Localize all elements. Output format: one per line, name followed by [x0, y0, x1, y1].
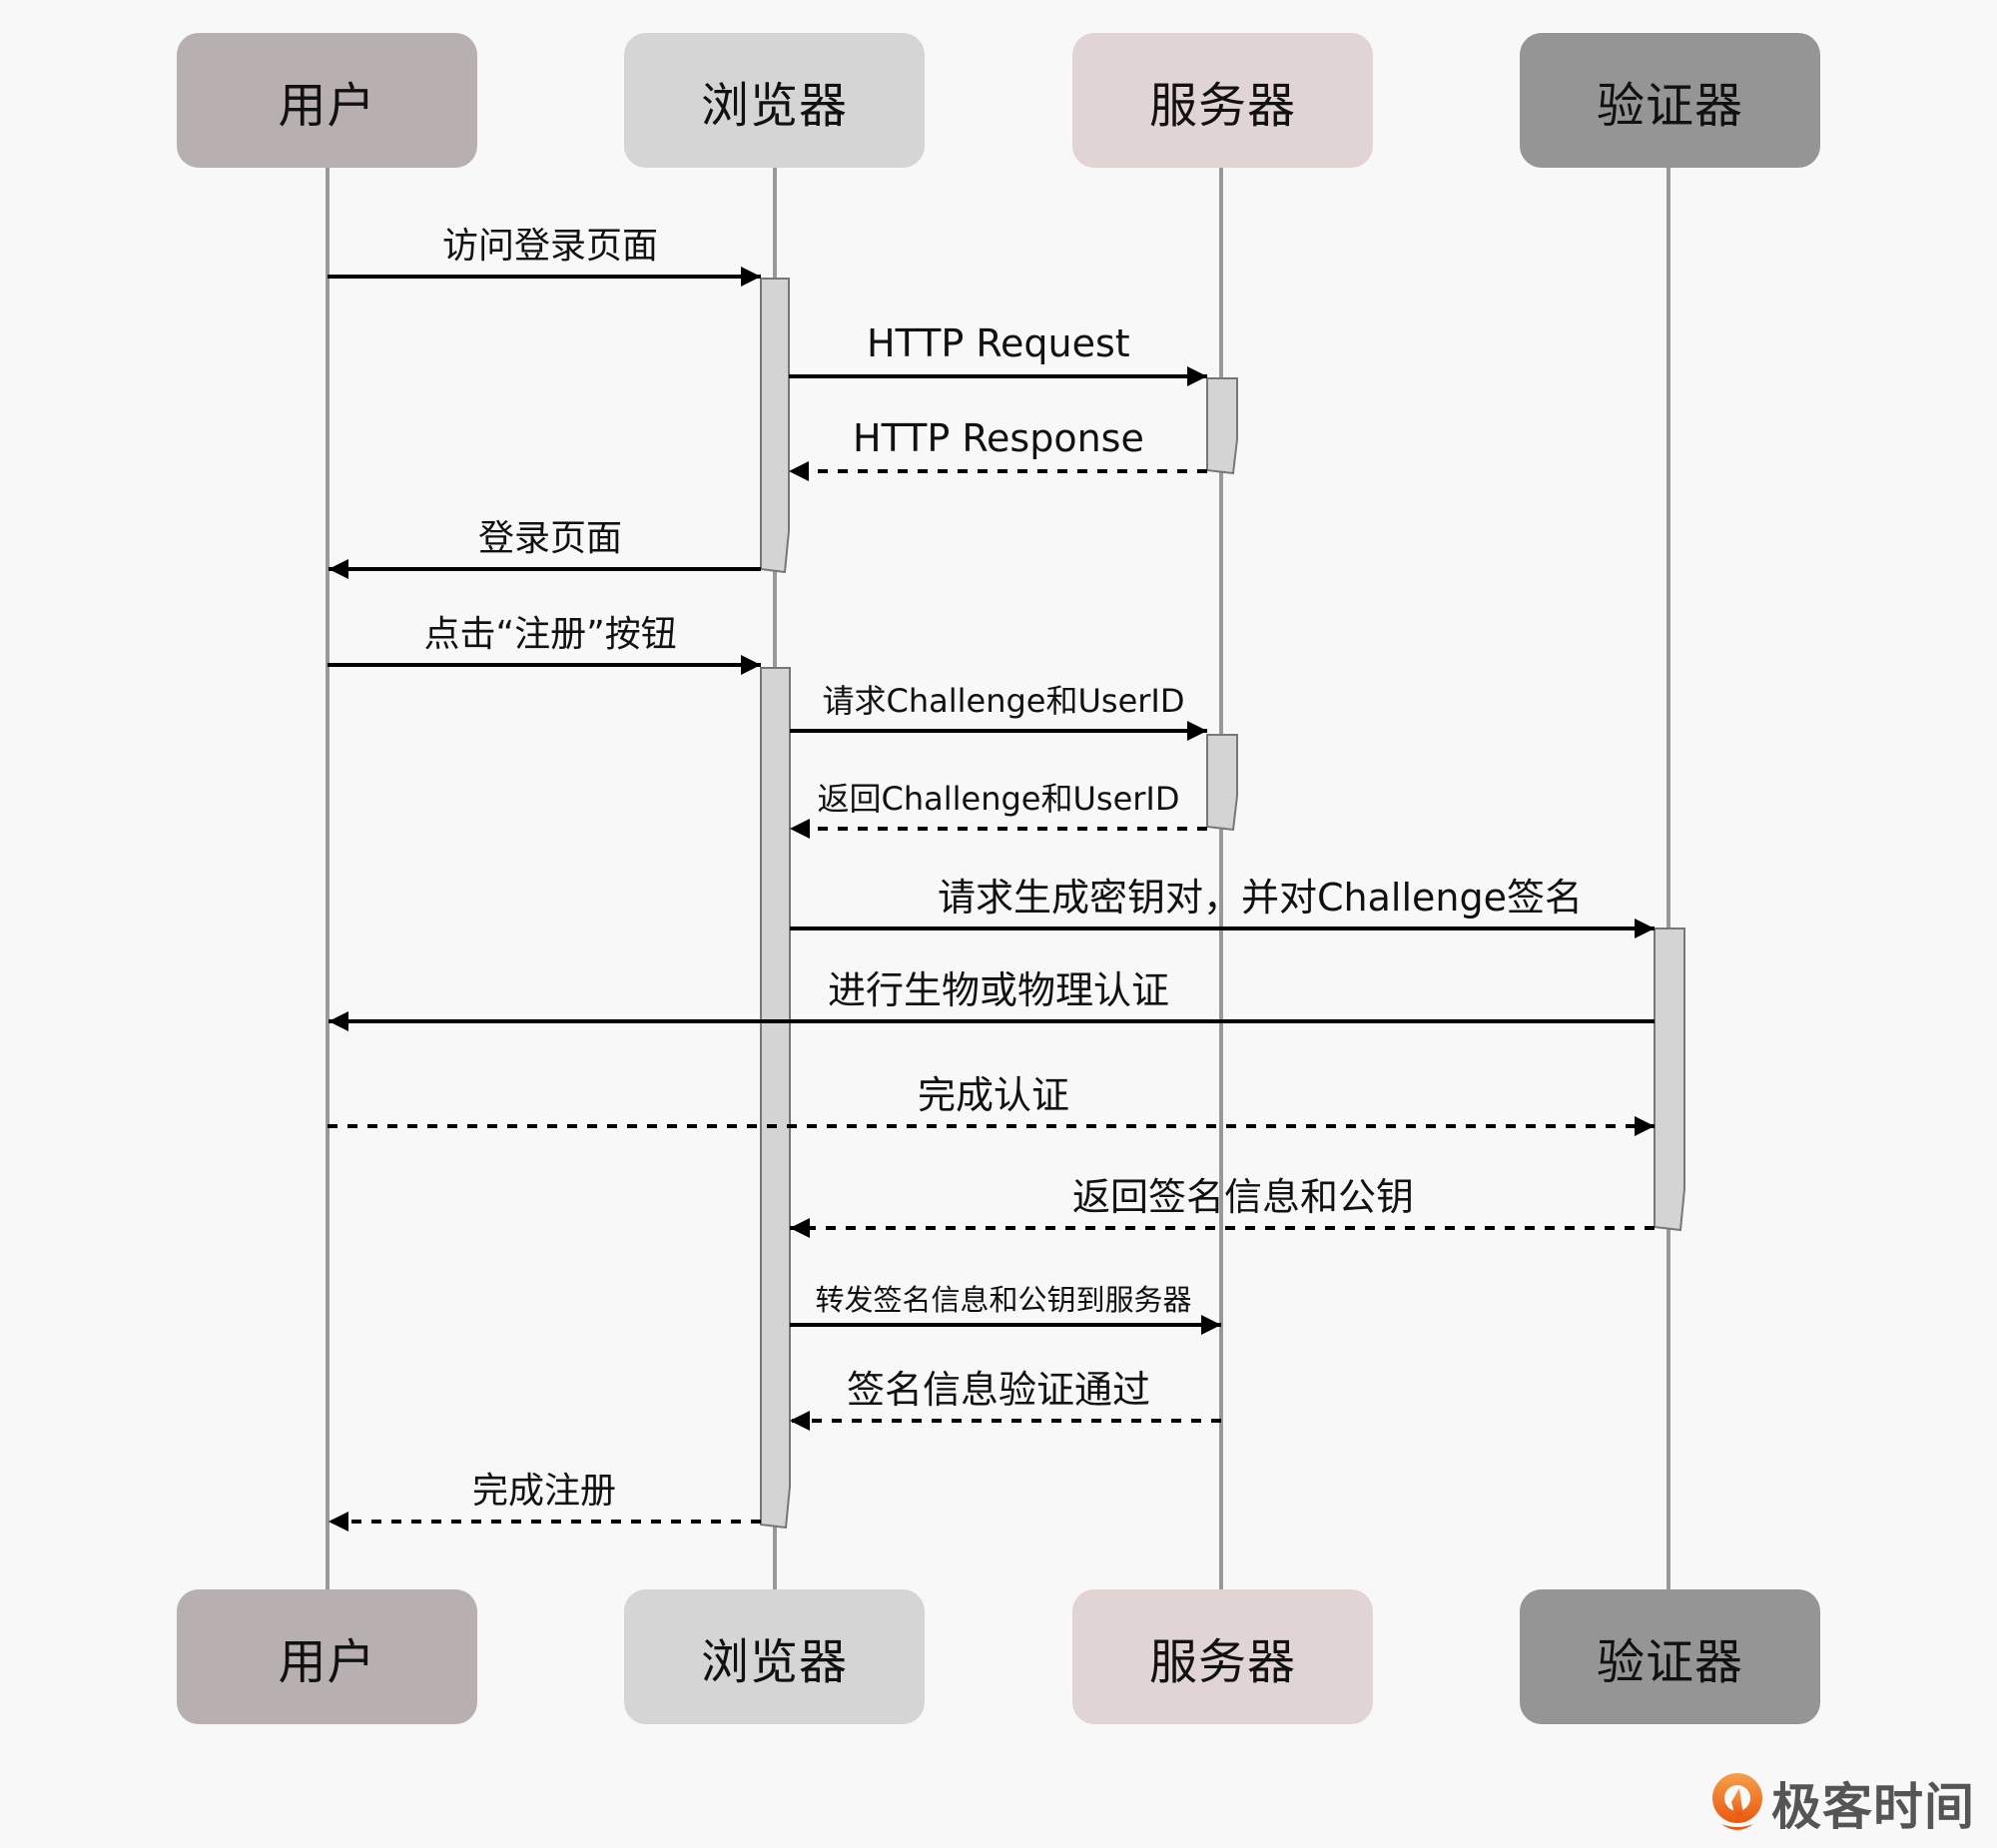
brand-name: 极客时间 — [1771, 1778, 1975, 1836]
message-label: 访问登录页面 — [442, 226, 659, 267]
message-label: 请求Challenge和UserID — [822, 682, 1185, 720]
activation-bars — [760, 278, 1685, 1530]
actor-label: 验证器 — [1596, 77, 1743, 134]
actor-label: 验证器 — [1596, 1633, 1743, 1690]
actor-label: 用户 — [278, 1633, 376, 1690]
activation-bar-browser — [760, 667, 791, 1530]
actor-label: 浏览器 — [700, 77, 848, 134]
messages — [328, 267, 1655, 1532]
geektime-logo-icon — [1709, 1772, 1765, 1834]
message-label: 请求生成密钥对，并对Challenge签名 — [938, 876, 1583, 920]
actor-label: 服务器 — [1148, 1633, 1296, 1690]
actor-label: 用户 — [278, 77, 376, 134]
actor-browser-bottom: 浏览器 — [624, 1589, 925, 1724]
actor-browser-top: 浏览器 — [624, 33, 925, 168]
message-label: 登录页面 — [478, 518, 623, 559]
activation-bar-server — [1206, 377, 1238, 475]
activation-bar-browser — [760, 278, 790, 574]
brand-logo: 极客时间 — [1709, 1767, 1975, 1839]
actor-server-top: 服务器 — [1072, 33, 1373, 168]
activation-bar-server — [1206, 734, 1238, 832]
message-label: 进行生物或物理认证 — [828, 968, 1170, 1012]
actor-authenticator-top: 验证器 — [1520, 33, 1820, 168]
activation-bar-authenticator — [1654, 927, 1685, 1232]
actor-user-top: 用户 — [177, 33, 477, 168]
message-label: 完成认证 — [918, 1073, 1070, 1117]
actor-authenticator-bottom: 验证器 — [1520, 1589, 1820, 1724]
message-label: HTTP Request — [867, 321, 1130, 365]
actor-server-bottom: 服务器 — [1072, 1589, 1373, 1724]
message-label: 返回Challenge和UserID — [817, 780, 1180, 818]
message-label: HTTP Response — [853, 416, 1144, 460]
actor-user-bottom: 用户 — [177, 1589, 477, 1724]
message-label: 完成注册 — [472, 1471, 617, 1512]
actor-label: 浏览器 — [700, 1633, 848, 1690]
message-label: 点击“注册”按钮 — [423, 614, 677, 655]
actor-label: 服务器 — [1148, 77, 1296, 134]
message-label: 转发签名信息和公钥到服务器 — [815, 1283, 1192, 1317]
message-label: 返回签名信息和公钥 — [1072, 1175, 1415, 1219]
message-label: 签名信息验证通过 — [847, 1368, 1151, 1412]
